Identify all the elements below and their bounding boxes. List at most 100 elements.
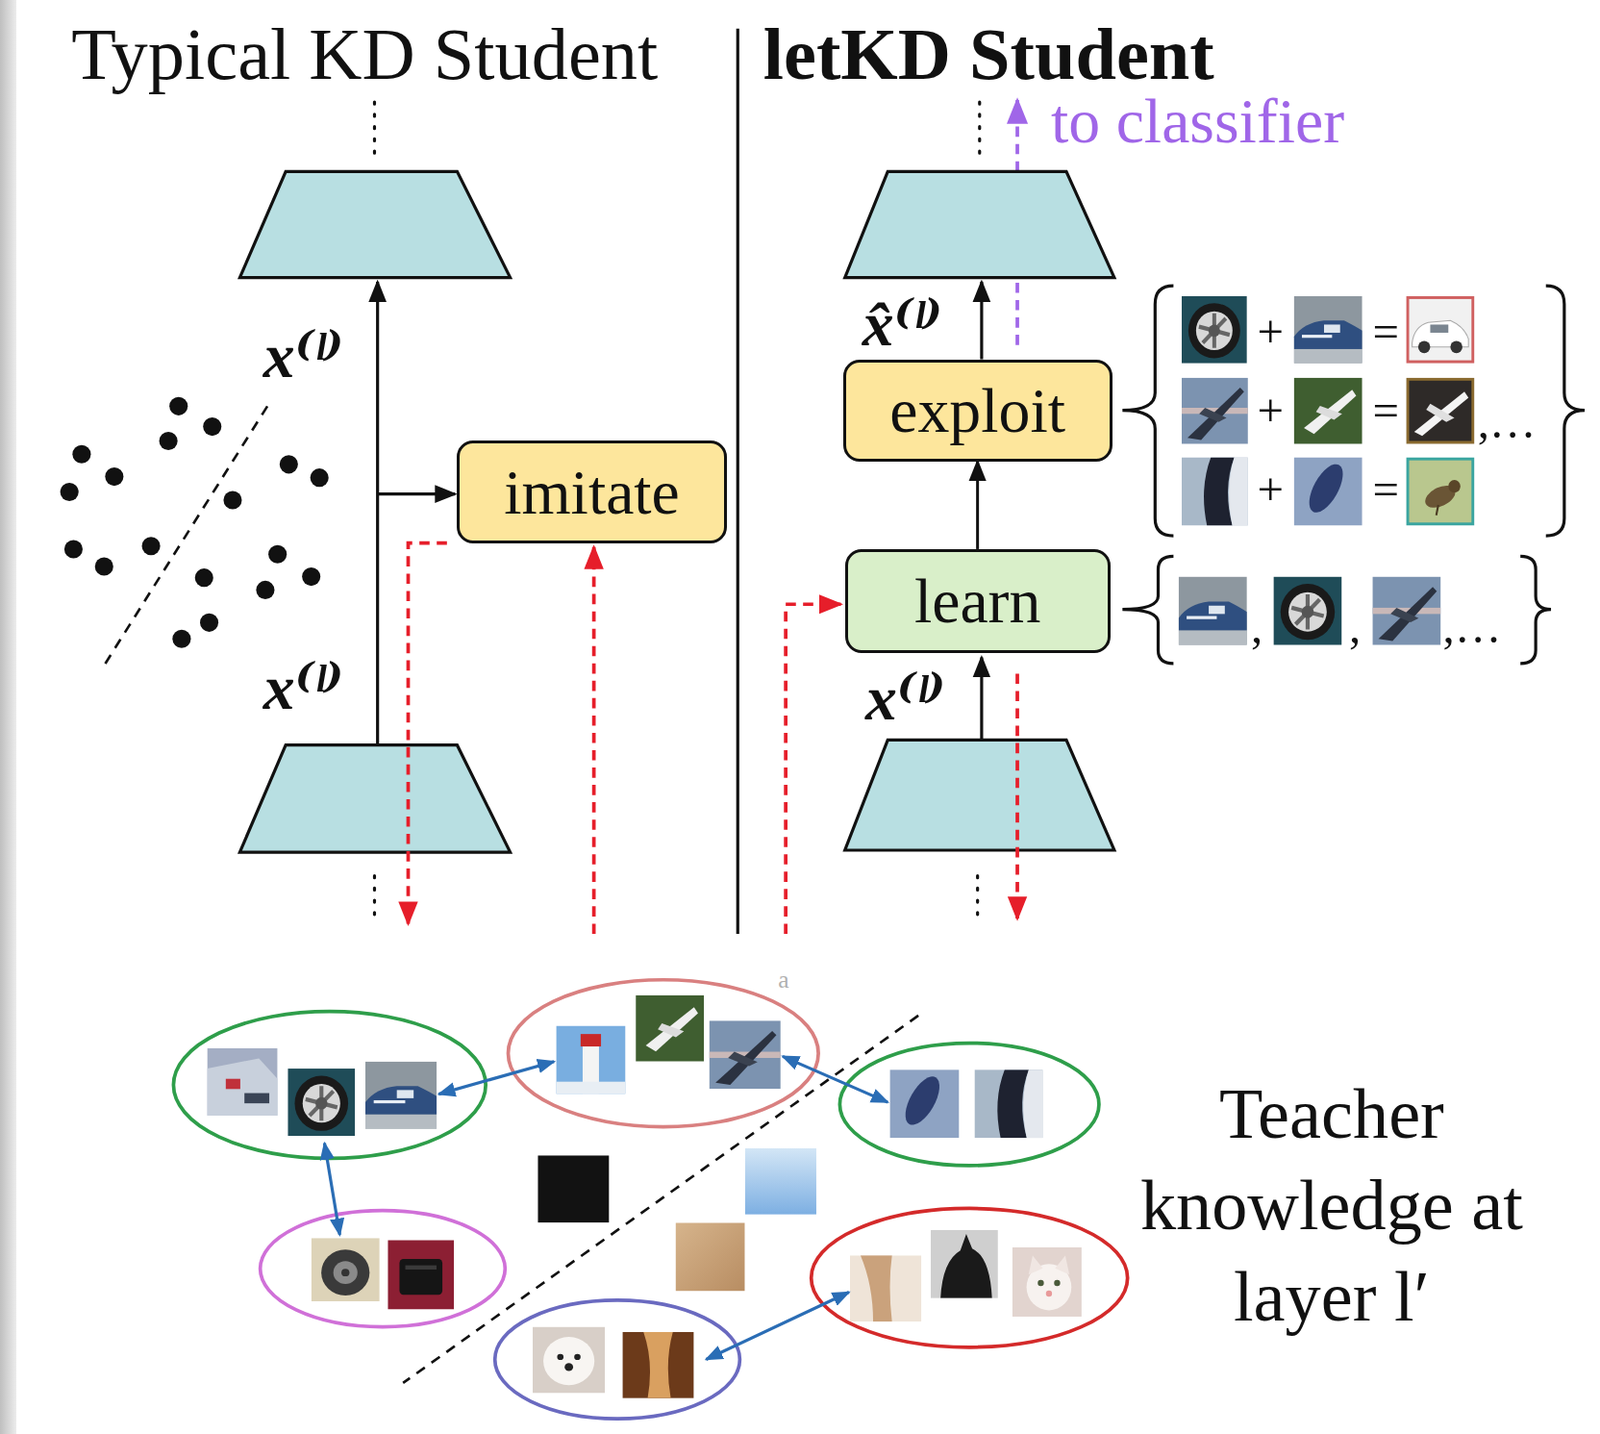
- imitate-box: imitate: [456, 440, 726, 543]
- layer-trapezoid: [239, 171, 510, 277]
- part-thumbnails: [1178, 296, 1474, 646]
- arrow-label: to classifier: [1050, 89, 1345, 153]
- math-operator: =: [1372, 466, 1400, 514]
- math-operator: +: [1256, 466, 1284, 514]
- watermark: a: [777, 967, 789, 992]
- decision-boundary: [402, 1015, 919, 1383]
- art-shape: [889, 1069, 959, 1138]
- flow-arrow: [975, 461, 979, 550]
- art-shape: [64, 539, 83, 558]
- art-shape: [72, 445, 91, 464]
- art-shape: [1294, 296, 1363, 364]
- art-shape: [142, 536, 161, 555]
- teacher-knowledge: [173, 979, 1127, 1419]
- layer-trapezoid: [239, 745, 510, 852]
- art-shape: [555, 1025, 625, 1095]
- panel-heading: letKD Student: [763, 18, 1215, 92]
- art-shape: [206, 1048, 277, 1116]
- art-shape: [1294, 377, 1363, 445]
- art-shape: [1181, 456, 1249, 525]
- math-operator: =: [1372, 307, 1400, 355]
- feature-symbol: x⁽ˡ⁾: [865, 666, 946, 730]
- gradient-arrow: [407, 543, 447, 925]
- ellipsis-dots: [975, 875, 979, 925]
- layer-trapezoid: [845, 171, 1115, 277]
- ellipsis-dots: [373, 875, 376, 925]
- art-shape: [255, 580, 275, 600]
- art-shape: [1372, 576, 1441, 646]
- relation-arrows: [324, 1055, 888, 1359]
- set-ellipsis: ,…: [1443, 603, 1502, 651]
- node-text: exploit: [889, 378, 1066, 443]
- art-shape: [1407, 458, 1474, 525]
- cluster-ellipse: [173, 1011, 486, 1159]
- cluster-ellipse: [507, 979, 819, 1127]
- art-shape: [1178, 576, 1248, 646]
- feature-symbol: x⁽ˡ⁾: [263, 324, 344, 388]
- art-shape: [95, 556, 114, 575]
- feature-arrow: [979, 281, 983, 360]
- feature-symbol: x̂⁽ˡ⁾: [862, 292, 943, 356]
- art-shape: [635, 995, 704, 1062]
- art-shape: [705, 1291, 850, 1359]
- art-shape: [1181, 296, 1248, 364]
- set-ellipsis: ,…: [1477, 399, 1537, 447]
- art-shape: [159, 431, 178, 450]
- gradient-arrow: [1015, 673, 1020, 919]
- set-separator: ,: [1349, 603, 1361, 651]
- art-shape: [532, 1326, 605, 1394]
- art-shape: [279, 454, 299, 474]
- ellipsis-dots: [373, 101, 376, 153]
- set-brace: [1122, 285, 1174, 536]
- set-brace: [1122, 555, 1174, 663]
- art-shape: [675, 1222, 746, 1291]
- art-shape: [622, 1331, 694, 1399]
- divider-line: [736, 28, 740, 934]
- cluster-ellipse: [260, 1210, 506, 1327]
- art-shape: [268, 545, 287, 564]
- art-shape: [745, 1148, 817, 1215]
- math-operator: +: [1256, 386, 1284, 434]
- layer-trapezoid: [845, 739, 1115, 850]
- cluster-ellipse: [811, 1207, 1128, 1347]
- art-shape: [1273, 576, 1342, 646]
- gradient-arrow: [592, 547, 597, 934]
- art-shape: [709, 1020, 781, 1089]
- art-shape: [202, 417, 222, 436]
- feature-symbol: x⁽ˡ⁾: [263, 655, 344, 720]
- art-shape: [301, 567, 321, 586]
- gradient-arrow: [785, 603, 841, 934]
- art-shape: [310, 468, 329, 487]
- art-shape: [311, 1237, 380, 1301]
- set-separator: ,: [1250, 603, 1263, 651]
- art-shape: [287, 1068, 355, 1136]
- learn-box: learn: [845, 549, 1111, 653]
- art-shape: [169, 397, 188, 416]
- art-shape: [850, 1254, 922, 1322]
- art-shape: [195, 568, 214, 587]
- letkd-student: [785, 100, 1585, 934]
- art-shape: [200, 613, 219, 632]
- ellipsis-dots: [977, 101, 981, 153]
- node-text: learn: [914, 569, 1041, 633]
- region-caption: Teacher knowledge at layer l′: [1097, 1068, 1567, 1343]
- art-shape: [974, 1069, 1043, 1138]
- exploit-box: exploit: [843, 359, 1113, 462]
- art-shape: [172, 629, 191, 649]
- art-shape: [1294, 456, 1363, 525]
- art-shape: [438, 1061, 554, 1095]
- math-operator: +: [1256, 307, 1284, 355]
- panel-heading: Typical KD Student: [71, 18, 658, 92]
- cluster-ellipse: [839, 1043, 1100, 1166]
- page-edge: [0, 0, 17, 1434]
- art-shape: [782, 1055, 888, 1102]
- art-shape: [930, 1229, 999, 1299]
- art-shape: [387, 1239, 454, 1309]
- art-shape: [223, 490, 242, 509]
- art-shape: [324, 1143, 340, 1236]
- decision-boundary: [103, 405, 268, 666]
- art-shape: [1407, 297, 1474, 362]
- art-shape: [60, 482, 79, 501]
